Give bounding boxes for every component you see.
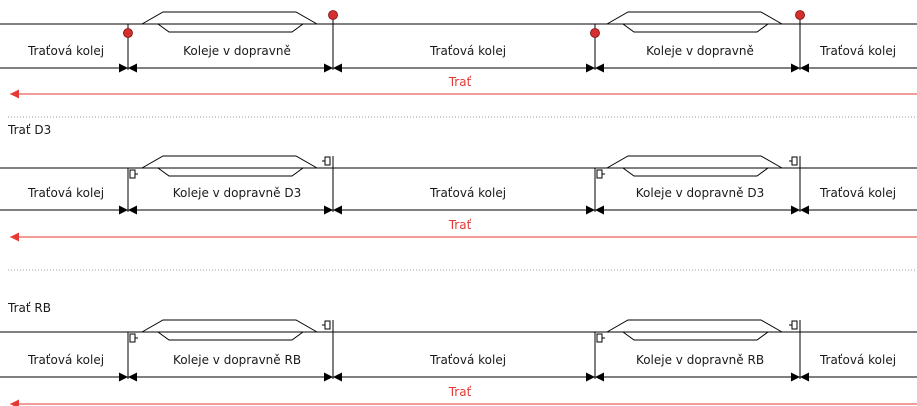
siding-track-inner-2 bbox=[622, 167, 769, 177]
siding-track-outer-2 bbox=[606, 319, 783, 333]
siding-track-inner-1 bbox=[157, 167, 304, 177]
siding-track-inner-2 bbox=[622, 23, 769, 33]
board-signal-icon bbox=[596, 333, 603, 343]
red-signal-icon bbox=[795, 10, 805, 20]
section-title: Trať D3 bbox=[7, 123, 51, 137]
segment-label-line-right: Traťová kolej bbox=[819, 353, 896, 367]
board-signal-icon bbox=[596, 169, 603, 179]
board-signal-icon bbox=[791, 320, 798, 330]
siding-track-outer-2 bbox=[606, 155, 783, 169]
board-signal-icon bbox=[129, 169, 136, 179]
segment-label-line-left: Traťová kolej bbox=[27, 353, 104, 367]
route-label: Trať bbox=[448, 218, 472, 232]
route-label: Trať bbox=[448, 75, 472, 89]
siding-track-inner-1 bbox=[157, 331, 304, 341]
siding-track-outer-1 bbox=[141, 11, 318, 25]
segment-label-station-2: Koleje v dopravně bbox=[646, 44, 754, 58]
section-2: Trať D3 Traťová kolej Koleje v dopravně D3… bbox=[0, 123, 917, 271]
segment-label-station-1: Koleje v dopravně bbox=[183, 44, 291, 58]
siding-track-outer-1 bbox=[141, 155, 318, 169]
route-label: Trať bbox=[448, 385, 472, 399]
segment-label-line-right: Traťová kolej bbox=[819, 44, 896, 58]
segment-label-line-left: Traťová kolej bbox=[27, 44, 104, 58]
segment-label-line-left: Traťová kolej bbox=[27, 186, 104, 200]
siding-track-inner-1 bbox=[157, 23, 304, 33]
segment-label-line-right: Traťová kolej bbox=[819, 186, 896, 200]
board-signal-icon bbox=[791, 156, 798, 166]
board-signal-icon bbox=[129, 333, 136, 343]
segment-label-line-middle: Traťová kolej bbox=[429, 44, 506, 58]
section-title: Trať RB bbox=[7, 301, 51, 315]
segment-label-line-middle: Traťová kolej bbox=[429, 353, 506, 367]
siding-track-outer-1 bbox=[141, 319, 318, 333]
segment-label-station-1: Koleje v dopravně D3 bbox=[173, 186, 301, 200]
section-3: Trať RB Traťová kolej Koleje v dopravně RB… bbox=[0, 301, 917, 406]
red-signal-icon bbox=[590, 28, 600, 38]
segment-label-station-2: Koleje v dopravně RB bbox=[636, 353, 764, 367]
segment-label-line-middle: Traťová kolej bbox=[429, 186, 506, 200]
board-signal-icon bbox=[324, 156, 331, 166]
red-signal-icon bbox=[123, 28, 133, 38]
segment-label-station-2: Koleje v dopravně D3 bbox=[636, 186, 764, 200]
section-1: Traťová kolej Koleje v dopravně Traťová ko… bbox=[0, 10, 917, 118]
board-signal-icon bbox=[324, 320, 331, 330]
red-signal-icon bbox=[328, 10, 338, 20]
siding-track-outer-2 bbox=[606, 11, 783, 25]
siding-track-inner-2 bbox=[622, 331, 769, 341]
segment-label-station-1: Koleje v dopravně RB bbox=[173, 353, 301, 367]
